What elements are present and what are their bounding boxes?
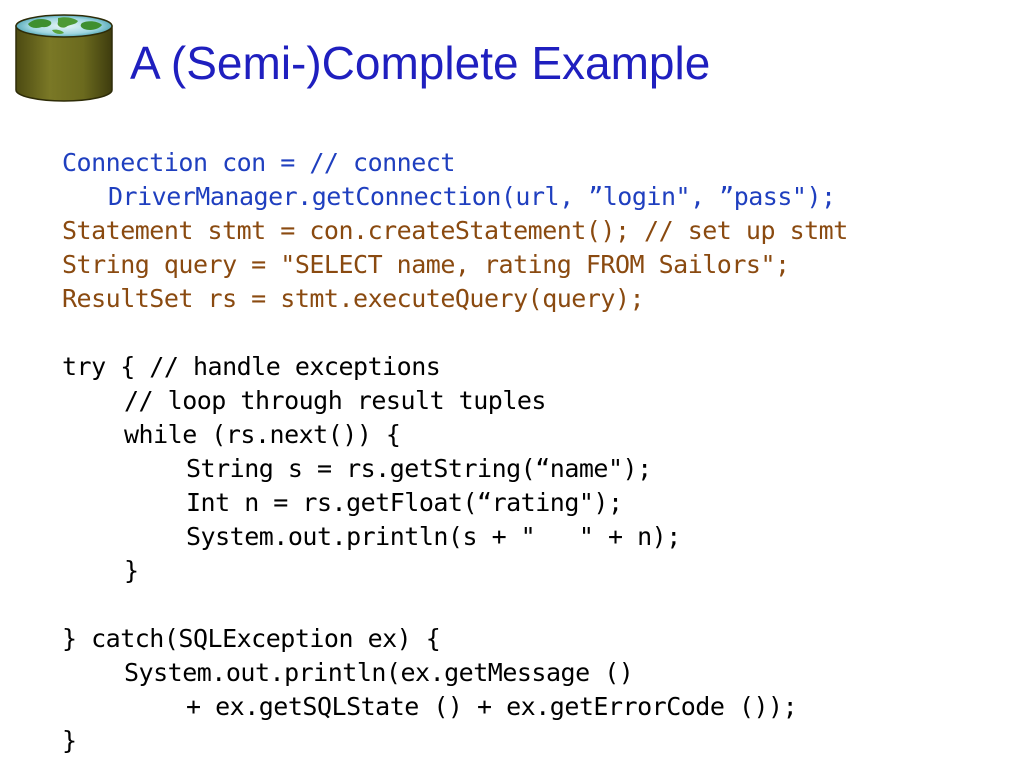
code-line: } catch(SQLException ex) { xyxy=(62,624,441,653)
code-line: try { // handle exceptions xyxy=(62,352,441,381)
code-block: Connection con = // connect DriverManage… xyxy=(62,146,1012,758)
code-line: DriverManager.getConnection(url, ”login"… xyxy=(108,182,836,211)
code-line: Connection con = // connect xyxy=(62,148,455,177)
code-line: while (rs.next()) { xyxy=(124,420,401,449)
database-globe-icon xyxy=(15,14,113,102)
code-line: String s = rs.getString(“name"); xyxy=(186,454,652,483)
slide-title: A (Semi-)Complete Example xyxy=(130,37,711,89)
code-line: + ex.getSQLState () + ex.getErrorCode ()… xyxy=(186,692,798,721)
code-line: } xyxy=(124,556,139,585)
code-line: System.out.println(s + " " + n); xyxy=(186,522,681,551)
code-line: System.out.println(ex.getMessage () xyxy=(124,658,634,687)
code-line: String query = "SELECT name, rating FROM… xyxy=(62,250,790,279)
code-line: // loop through result tuples xyxy=(124,386,547,415)
code-line: Int n = rs.getFloat(“rating"); xyxy=(186,488,623,517)
code-line xyxy=(62,588,1012,622)
code-line xyxy=(62,316,1012,350)
code-line: ResultSet rs = stmt.executeQuery(query); xyxy=(62,284,645,313)
code-line: Statement stmt = con.createStatement(); … xyxy=(62,216,848,245)
code-line: } xyxy=(62,726,77,755)
